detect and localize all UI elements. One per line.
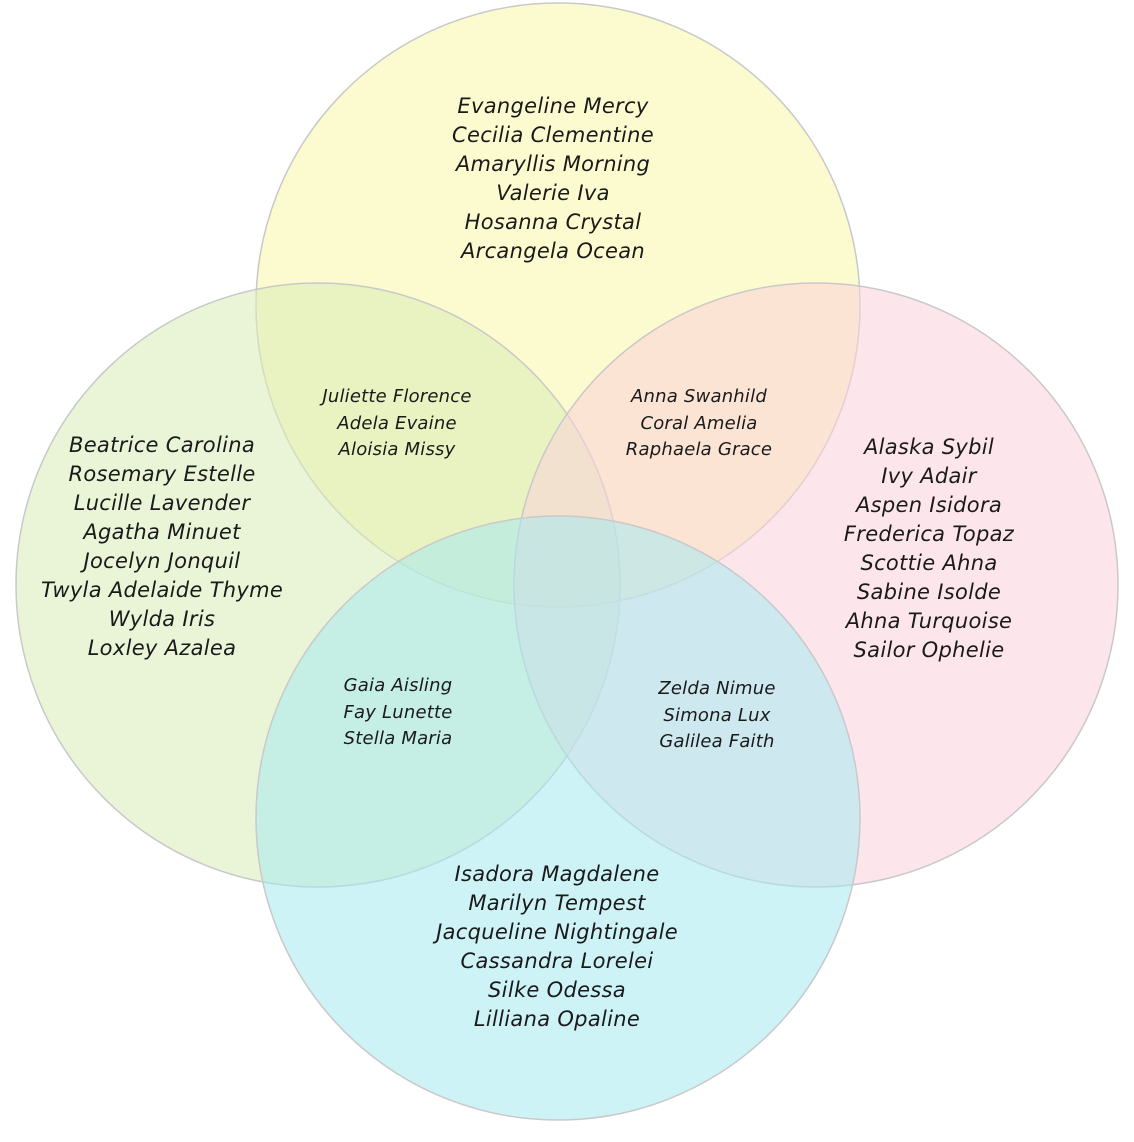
name-label: Simona Lux	[663, 704, 771, 726]
name-label: Ivy Adair	[881, 464, 977, 488]
name-label: Stella Maria	[343, 728, 453, 749]
bottom-set-names: Isadora Magdalene Marilyn Tempest Jacque…	[436, 860, 678, 1034]
name-label: Aspen Isidora	[855, 493, 1003, 517]
name-label: Silke Odessa	[488, 978, 626, 1002]
name-label: Ahna Turquoise	[845, 609, 1013, 633]
name-label: Gaia Aisling	[343, 675, 453, 696]
name-label: Lucille Lavender	[73, 491, 251, 515]
name-label: Sabine Isolde	[856, 580, 1002, 604]
name-label: Sailor Ophelie	[853, 638, 1005, 662]
name-label: Amaryllis Morning	[455, 152, 651, 176]
top-set-names: Evangeline Mercy Cecilia Clementine Amar…	[452, 92, 654, 266]
name-label: Galilea Faith	[659, 731, 775, 752]
name-label: Loxley Azalea	[87, 636, 237, 660]
name-label: Cassandra Lorelei	[460, 949, 654, 973]
name-label: Beatrice Carolina	[69, 433, 255, 457]
name-label: Anna Swanhild	[631, 386, 767, 407]
name-label: Adela Evaine	[337, 412, 457, 434]
name-label: Alaska Sybil	[863, 435, 995, 459]
name-label: Cecilia Clementine	[452, 123, 654, 147]
left-set-names: Beatrice Carolina Rosemary Estelle Lucil…	[41, 431, 283, 663]
overlap-left-bottom-names: Gaia Aisling Fay Lunette Stella Maria	[343, 673, 452, 753]
name-label: Evangeline Mercy	[457, 94, 649, 118]
name-label: Twyla Adelaide Thyme	[40, 578, 284, 602]
overlap-top-right-names: Anna Swanhild Coral Amelia Raphaela Grac…	[626, 384, 772, 464]
right-set-names: Alaska Sybil Ivy Adair Aspen Isidora Fre…	[844, 433, 1014, 665]
name-label: Jacqueline Nightingale	[436, 920, 678, 944]
circle-bottom	[255, 515, 861, 1121]
name-label: Frederica Topaz	[843, 522, 1015, 546]
name-label: Coral Amelia	[640, 412, 758, 434]
name-label: Raphaela Grace	[625, 439, 773, 460]
name-label: Agatha Minuet	[83, 520, 241, 544]
name-label: Juliette Florence	[322, 386, 472, 407]
overlap-right-bottom-names: Zelda Nimue Simona Lux Galilea Faith	[658, 676, 775, 756]
name-label: Valerie Iva	[496, 181, 610, 205]
overlap-top-left-names: Juliette Florence Adela Evaine Aloisia M…	[322, 384, 471, 464]
name-label: Aloisia Missy	[338, 439, 456, 460]
name-label: Marilyn Tempest	[468, 891, 646, 915]
name-label: Isadora Magdalene	[454, 862, 660, 886]
name-label: Fay Lunette	[343, 701, 453, 723]
name-label: Scottie Ahna	[860, 551, 998, 575]
name-label: Lilliana Opaline	[473, 1007, 641, 1031]
name-label: Arcangela Ocean	[460, 239, 646, 263]
name-label: Zelda Nimue	[658, 678, 776, 699]
name-label: Hosanna Crystal	[464, 210, 642, 234]
name-label: Jocelyn Jonquil	[83, 549, 241, 573]
name-label: Wylda Iris	[108, 607, 216, 631]
name-label: Rosemary Estelle	[68, 462, 256, 486]
